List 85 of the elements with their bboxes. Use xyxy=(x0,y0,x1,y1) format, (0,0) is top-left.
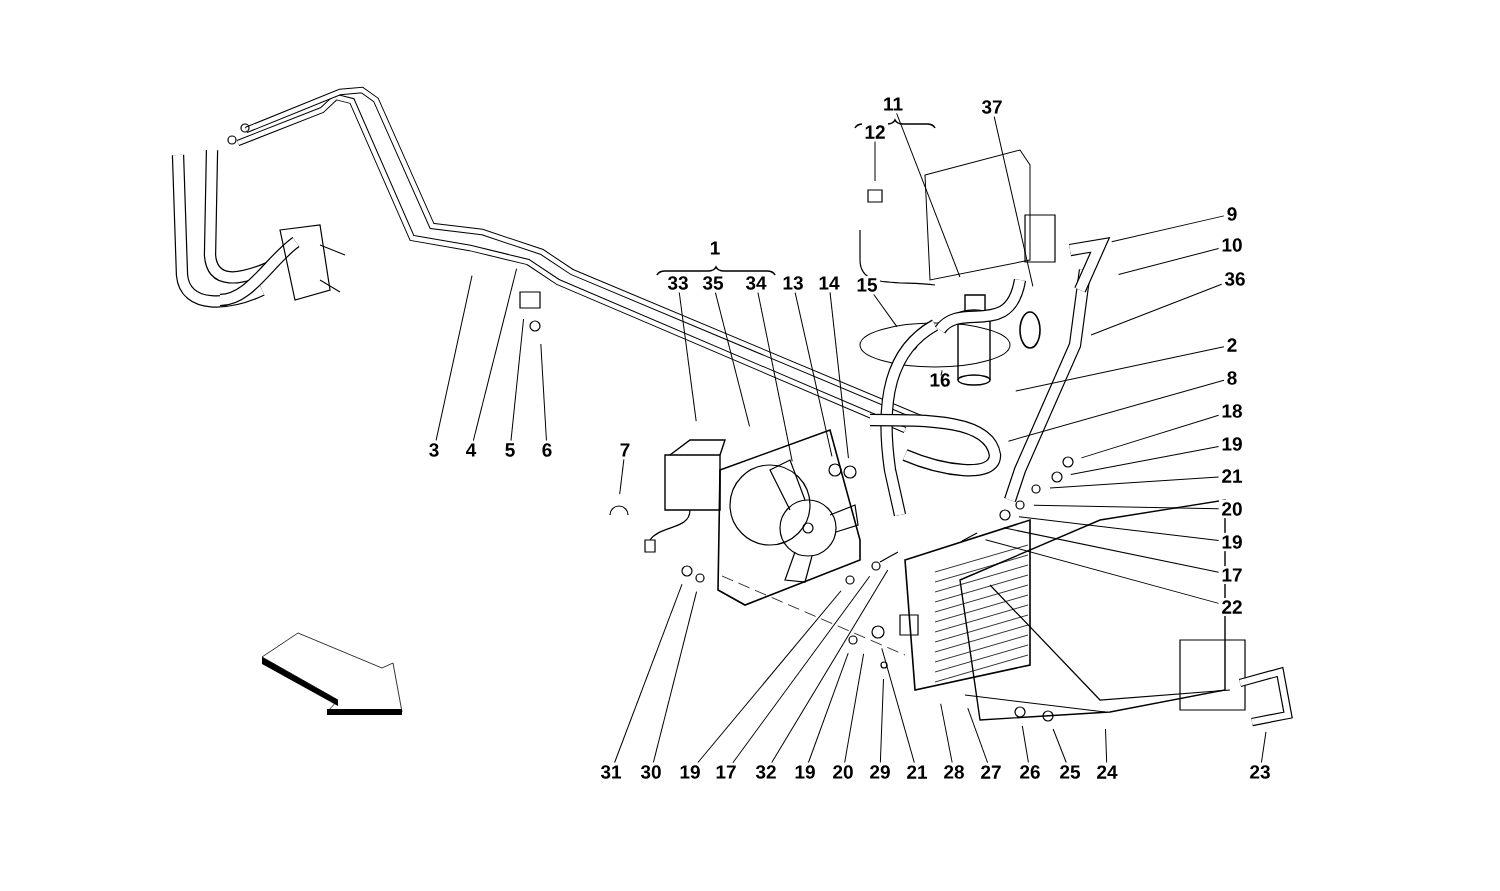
leader-line xyxy=(874,140,876,182)
callout-number: 35 xyxy=(700,273,726,293)
leader-line xyxy=(540,343,547,441)
callout-number: 21 xyxy=(904,763,930,782)
leader-line xyxy=(619,458,625,495)
callout-number: 19 xyxy=(792,762,818,782)
leader-line xyxy=(771,569,889,763)
callout-number: 31 xyxy=(598,762,624,782)
leader-line xyxy=(652,591,698,763)
leader-line xyxy=(472,268,518,442)
leader-line xyxy=(1049,476,1220,489)
leader-line xyxy=(1021,725,1029,763)
callout-number: 22 xyxy=(1219,598,1245,617)
callout-number: 32 xyxy=(753,762,779,782)
leader-line xyxy=(510,318,525,442)
leader-line xyxy=(940,703,953,763)
leader-line xyxy=(614,583,683,763)
leader-line xyxy=(829,291,849,459)
callout-number: 19 xyxy=(1219,532,1245,552)
callout-number: 36 xyxy=(1222,269,1248,289)
leader-line xyxy=(1111,215,1225,243)
leader-line xyxy=(1018,516,1220,541)
leader-line xyxy=(1105,728,1108,764)
leader-line xyxy=(1118,248,1220,275)
leader-line xyxy=(807,652,849,763)
callout-number: 14 xyxy=(816,274,842,292)
leader-line xyxy=(1008,379,1225,442)
callout-number: 27 xyxy=(978,763,1004,782)
leader-line xyxy=(879,678,884,763)
callout-number: 30 xyxy=(638,762,664,782)
leader-line xyxy=(1260,731,1267,763)
callout-number: 10 xyxy=(1219,235,1245,255)
callout-number: 4 xyxy=(463,441,479,459)
leader-line xyxy=(757,292,793,462)
leader-line xyxy=(881,647,915,764)
leader-line xyxy=(1070,446,1220,475)
leader-line xyxy=(1052,728,1067,763)
leader-line xyxy=(678,292,697,422)
callout-number: 12 xyxy=(862,122,888,142)
leader-line xyxy=(896,112,961,278)
leader-line xyxy=(940,370,943,377)
callout-number: 34 xyxy=(743,273,769,293)
leader-line xyxy=(1090,283,1223,336)
leader-line xyxy=(873,293,898,328)
callout-number: 21 xyxy=(1219,466,1245,486)
callout-number: 2 xyxy=(1224,336,1240,355)
leader-line xyxy=(435,275,473,441)
callout-number: 7 xyxy=(617,441,633,459)
callout-number: 16 xyxy=(927,370,953,390)
callout-number: 18 xyxy=(1219,401,1245,421)
callout-number: 11 xyxy=(880,95,906,113)
callout-number: 1 xyxy=(707,239,723,257)
leader-line xyxy=(714,292,751,427)
callout-number: 28 xyxy=(941,762,967,782)
leader-line xyxy=(697,590,842,763)
callout-number: 24 xyxy=(1094,763,1120,782)
leader-line xyxy=(993,116,1034,287)
callout-number: 6 xyxy=(539,440,555,460)
callout-number: 25 xyxy=(1057,762,1083,782)
leader-line xyxy=(844,653,865,763)
leader-line xyxy=(1080,414,1220,459)
callout-number: 29 xyxy=(867,762,893,782)
callout-number: 5 xyxy=(502,441,518,460)
callout-number: 13 xyxy=(780,273,806,293)
callout-number: 19 xyxy=(677,762,703,782)
callout-number: 9 xyxy=(1224,204,1240,224)
callout-number: 17 xyxy=(713,763,739,781)
callout-number: 20 xyxy=(1219,499,1245,519)
leader-line xyxy=(794,292,833,457)
leader-line xyxy=(985,539,1220,604)
callout-number: 20 xyxy=(830,762,856,782)
callout-number: 3 xyxy=(426,440,442,460)
leader-line xyxy=(1033,504,1220,510)
callout-number: 17 xyxy=(1219,566,1245,584)
leader-line xyxy=(732,575,871,764)
leader-line xyxy=(1003,527,1220,573)
callout-number: 37 xyxy=(979,97,1005,117)
callout-number: 19 xyxy=(1219,434,1245,454)
callout-number: 33 xyxy=(665,273,691,293)
callout-number: 8 xyxy=(1224,368,1240,388)
callout-number: 15 xyxy=(854,276,880,295)
leader-line xyxy=(1015,346,1225,392)
callout-number: 23 xyxy=(1247,762,1273,782)
leader-line xyxy=(967,707,989,764)
callout-number: 26 xyxy=(1017,762,1043,782)
